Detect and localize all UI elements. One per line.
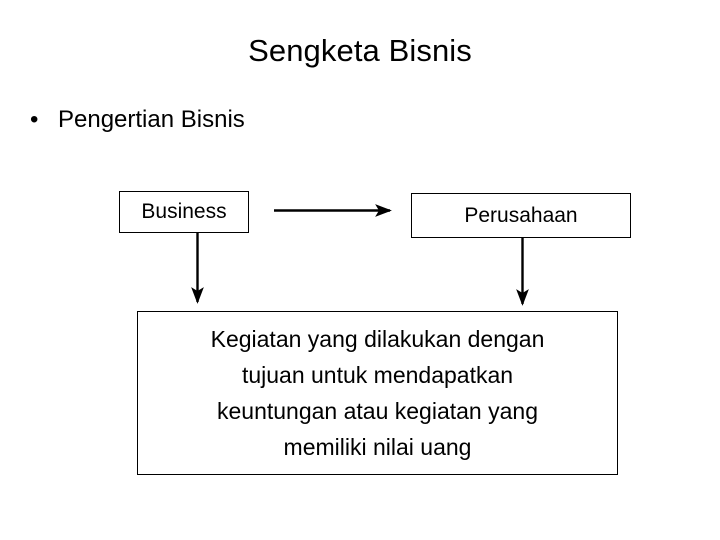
diagram-node-business-label: Business [141, 200, 227, 223]
bullet-item-label: Pengertian Bisnis [58, 106, 245, 133]
bullet-list-item: • Pengertian Bisnis [30, 105, 245, 135]
diagram-node-perusahaan: Perusahaan [411, 193, 631, 238]
page-title: Sengketa Bisnis [248, 33, 472, 68]
diagram-node-business: Business [119, 191, 249, 233]
diagram-node-definition: Kegiatan yang dilakukan dengan tujuan un… [137, 311, 618, 475]
bullet-point-icon: • [30, 106, 39, 133]
diagram-node-definition-label: Kegiatan yang dilakukan dengan tujuan un… [210, 326, 545, 460]
diagram-node-perusahaan-label: Perusahaan [464, 203, 578, 227]
